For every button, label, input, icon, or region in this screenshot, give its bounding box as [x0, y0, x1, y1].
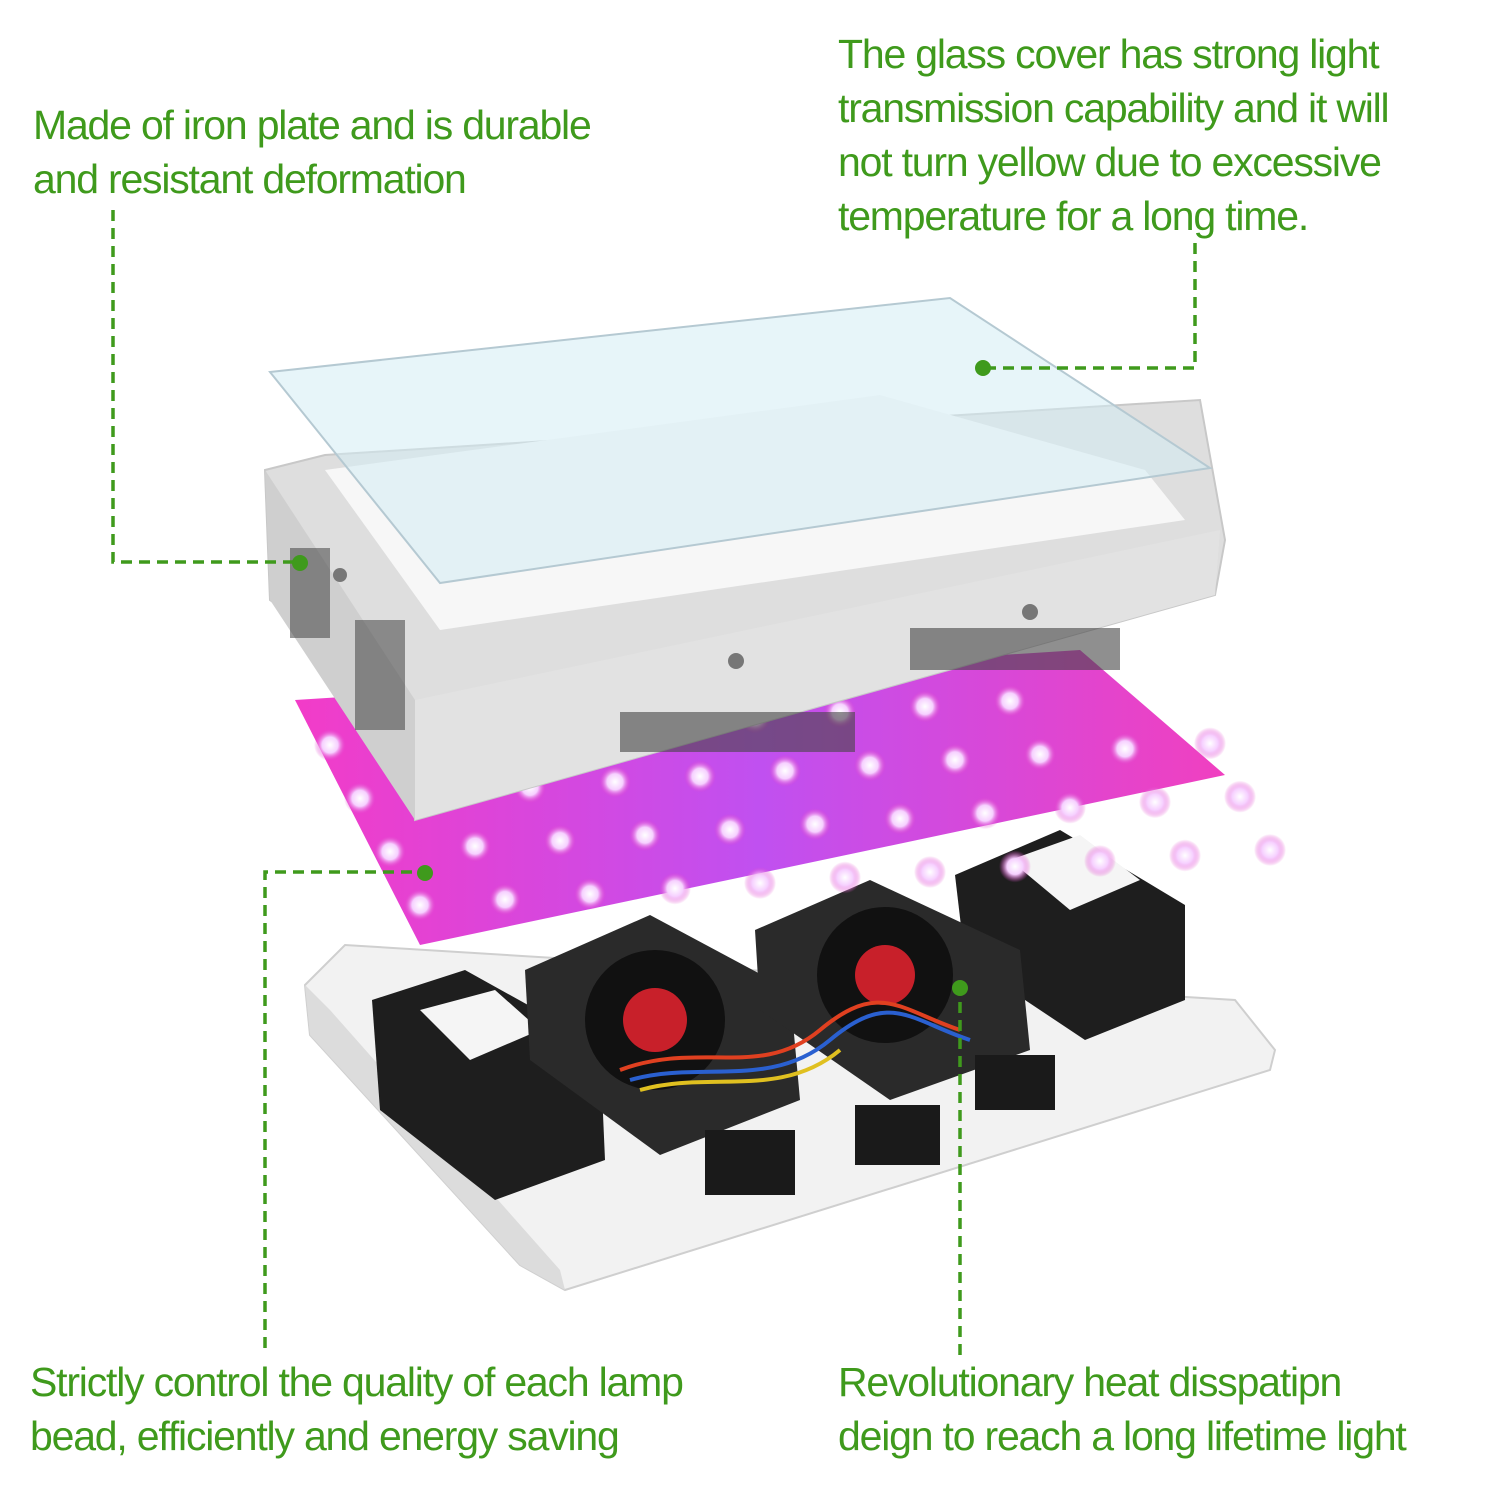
callout-line: bead, efficiently and energy saving: [30, 1413, 620, 1459]
callout-glass-cover: The glass cover has strong light transmi…: [838, 27, 1390, 243]
led-bead: [544, 824, 576, 857]
led-bead: [599, 765, 631, 798]
led-bead: [459, 830, 491, 863]
callout-line: and resistant deformation: [33, 156, 467, 202]
vent-slots: [290, 548, 1120, 752]
switches: [619, 1000, 1055, 1195]
led-bead: [1194, 727, 1226, 760]
led-bead: [314, 729, 346, 761]
led-bead: [344, 782, 376, 815]
led-bead: [829, 861, 861, 894]
led-bead: [659, 872, 691, 905]
callout-line: deign to reach a long lifetime light: [838, 1413, 1407, 1459]
led-bead: [969, 797, 1001, 830]
led-bead: [684, 760, 716, 793]
led-bead: [1024, 738, 1056, 771]
led-bead: [1109, 732, 1141, 765]
led-bead: [854, 749, 886, 782]
led-bead: [1224, 780, 1256, 813]
led-bead: [574, 878, 606, 910]
led-bead: [489, 883, 521, 916]
callout-line: transmission capability and it will: [838, 85, 1390, 131]
led-bead: [769, 754, 801, 787]
callout-heat-dissipation: Revolutionary heat disspatipn deign to r…: [838, 1355, 1407, 1463]
led-bead: [884, 802, 916, 835]
led-bead: [994, 685, 1026, 717]
led-bead: [914, 856, 946, 888]
led-bead: [1169, 839, 1201, 872]
callout-line: not turn yellow due to excessive: [838, 139, 1382, 185]
callout-dots: [292, 360, 991, 996]
led-bead: [1084, 845, 1116, 877]
led-bead: [404, 889, 436, 921]
glass-cover: [268, 296, 1213, 585]
led-bead: [1139, 786, 1171, 819]
led-bead: [1254, 834, 1286, 866]
led-bead: [909, 690, 941, 723]
callout-lamp-bead: Strictly control the quality of each lam…: [30, 1355, 684, 1463]
led-bead: [744, 867, 776, 899]
callout-line: Made of iron plate and is durable: [33, 102, 592, 148]
callout-iron-plate: Made of iron plate and is durable and re…: [33, 98, 592, 206]
led-bead: [714, 813, 746, 846]
callout-line: Revolutionary heat disspatipn: [838, 1359, 1342, 1405]
callout-lines: [111, 210, 1197, 1355]
led-bead: [374, 835, 406, 868]
callout-line: The glass cover has strong light: [838, 31, 1380, 77]
led-bead: [629, 819, 661, 852]
led-bead: [939, 743, 971, 776]
led-bead: [1054, 791, 1086, 824]
led-bead: [799, 808, 831, 841]
cooling-fan-left: [525, 915, 800, 1155]
callout-line: temperature for a long time.: [838, 193, 1309, 239]
callout-line: Strictly control the quality of each lam…: [30, 1359, 684, 1405]
led-bead: [999, 850, 1031, 883]
